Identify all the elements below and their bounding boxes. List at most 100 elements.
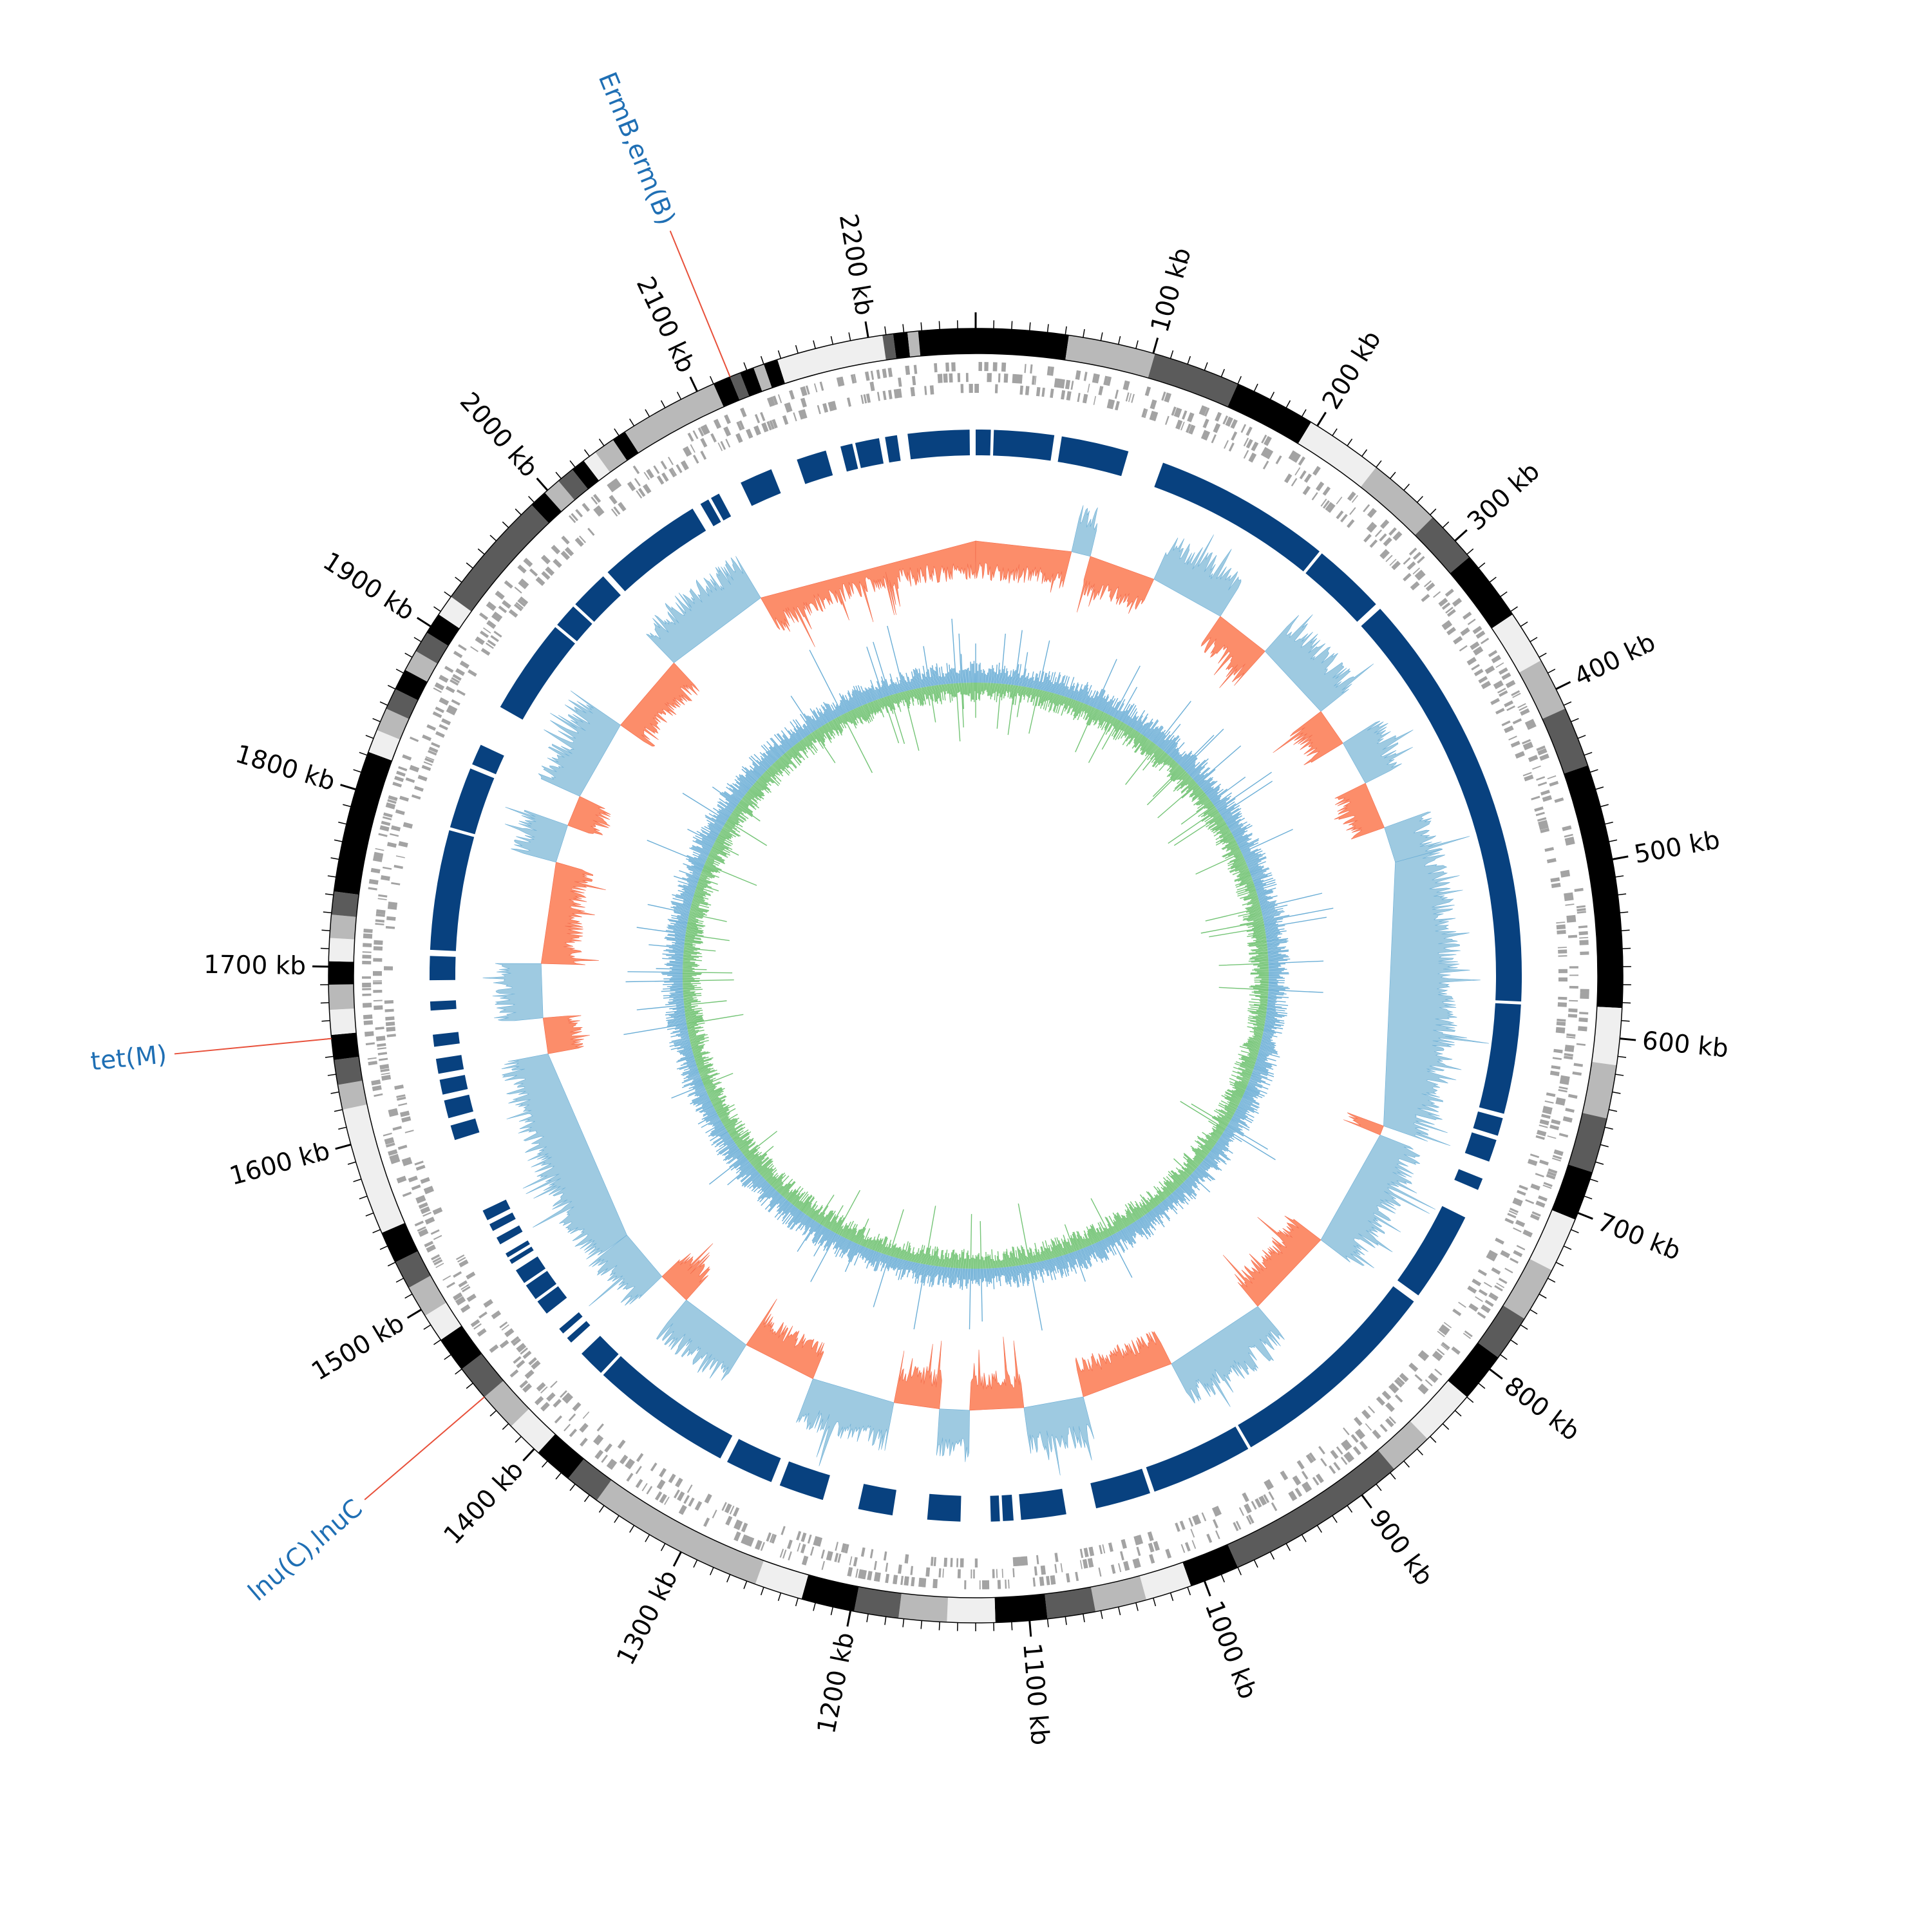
contig-block (1360, 467, 1433, 535)
blast-hit-block (607, 508, 706, 592)
minor-tick (1618, 893, 1627, 896)
minor-tick (795, 1598, 799, 1607)
blast-hit-block (1019, 1488, 1066, 1520)
major-tick (1361, 1494, 1372, 1509)
minor-tick (1548, 668, 1556, 674)
contig-block (405, 650, 438, 682)
scale-tick-label: 1500 kb (307, 1309, 409, 1387)
minor-tick (1361, 449, 1368, 457)
gc-skew-ring (482, 505, 1489, 1475)
contig-block (854, 1586, 902, 1618)
minor-tick (1520, 621, 1528, 627)
major-tick (1316, 412, 1327, 427)
minor-tick (614, 428, 620, 436)
minor-tick (1117, 336, 1121, 345)
scale-tick-label: 1900 kb (317, 547, 419, 627)
minor-tick (323, 911, 332, 914)
minor-tick (1612, 1091, 1621, 1094)
gc-skew-negative (975, 540, 1072, 593)
blast-hit-block (855, 438, 884, 468)
minor-tick (1117, 1607, 1121, 1616)
minor-tick (1347, 1505, 1353, 1513)
contig-block (1090, 1575, 1147, 1612)
minor-tick (1253, 1559, 1258, 1568)
gc-skew-negative (746, 1298, 825, 1379)
minor-tick (1187, 1587, 1191, 1596)
minor-tick (1589, 1179, 1598, 1182)
blast-hit-block (450, 768, 495, 835)
contig-block (1045, 1587, 1096, 1619)
minor-tick (413, 637, 422, 643)
blast-hit-block (430, 1000, 457, 1011)
blast-hit-block (700, 499, 721, 527)
contig-block (713, 377, 740, 407)
minor-tick (795, 345, 799, 354)
minor-tick (866, 1613, 869, 1622)
blast-hit-block (1397, 1206, 1466, 1296)
minor-tick (1285, 400, 1291, 408)
blast-hit-block (1361, 609, 1522, 1002)
minor-tick (489, 535, 497, 542)
blast-hit-block (1154, 462, 1320, 572)
scale-tick-label: 800 kb (1499, 1371, 1585, 1446)
gc-skew-positive (538, 690, 621, 797)
minor-tick (1577, 735, 1586, 739)
minor-tick (938, 1622, 940, 1631)
minor-tick (1500, 1354, 1508, 1360)
contig-block (907, 331, 921, 357)
minor-tick (379, 1245, 388, 1250)
scale-tick-label: 1700 kb (204, 951, 307, 981)
minor-tick (1466, 548, 1474, 555)
minor-tick (1609, 1109, 1618, 1112)
contig-block (568, 1459, 612, 1501)
blast-hit-block (429, 956, 456, 981)
minor-tick (1621, 929, 1630, 931)
minor-tick (372, 717, 381, 723)
contig-block (595, 439, 627, 473)
minor-tick (902, 324, 905, 333)
blast-hit-block (557, 606, 592, 641)
contig-block (334, 752, 392, 895)
blast-hit-block (779, 1461, 830, 1501)
minor-tick (813, 1602, 816, 1611)
gc-content-ring (623, 618, 1334, 1331)
minor-tick (330, 857, 339, 860)
minor-tick (569, 1483, 576, 1492)
minor-tick (334, 839, 343, 842)
minor-tick (645, 409, 650, 417)
minor-tick (515, 508, 522, 515)
blast-hit-block (727, 1439, 781, 1482)
contig-block (1450, 557, 1513, 629)
minor-tick (1269, 1551, 1275, 1560)
blast-hit-block (993, 430, 1055, 461)
gc-skew-negative (893, 1340, 942, 1410)
minor-tick (444, 591, 451, 598)
minor-tick (676, 392, 682, 400)
minor-tick (1332, 1515, 1338, 1523)
contig-block (408, 1275, 447, 1316)
minor-tick (629, 1525, 635, 1533)
scale-tick-label: 600 kb (1641, 1027, 1730, 1064)
contig-block (1139, 1562, 1191, 1600)
minor-tick (1595, 786, 1604, 790)
contig-block (426, 614, 460, 646)
minor-tick (1615, 1074, 1624, 1076)
minor-tick (1100, 1610, 1103, 1619)
major-tick (1454, 529, 1468, 542)
minor-tick (1301, 409, 1307, 417)
blast-hit-block (509, 1246, 534, 1264)
minor-tick (379, 701, 388, 706)
contig-block (583, 451, 611, 481)
blast-hit-block (435, 1055, 464, 1074)
contig-block (545, 480, 575, 512)
gc-skew-negative (760, 540, 976, 647)
minor-tick (395, 1278, 404, 1283)
minor-tick (327, 1074, 336, 1076)
minor-tick (1083, 1613, 1085, 1622)
blast-hit-block (450, 1118, 480, 1141)
contig-block (377, 708, 410, 740)
blast-hit-block (990, 1495, 1000, 1522)
major-tick (340, 784, 356, 791)
blast-hit-block (1146, 1426, 1249, 1492)
